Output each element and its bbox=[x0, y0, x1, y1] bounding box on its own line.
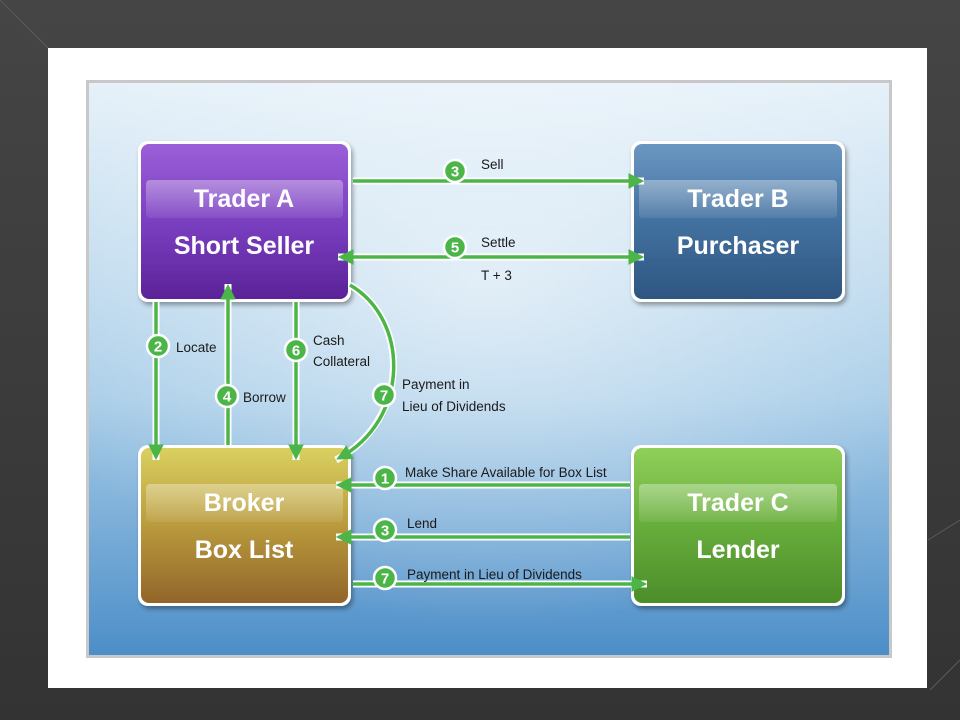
step-badge bbox=[283, 337, 309, 363]
payment-curve-arrow bbox=[336, 283, 396, 460]
step-badge bbox=[145, 333, 171, 359]
broker-box: Broker Box List bbox=[138, 445, 351, 606]
step-badge bbox=[372, 465, 398, 491]
step-badge bbox=[371, 382, 397, 408]
step-sell: 3 Sell bbox=[442, 157, 504, 184]
step-badge bbox=[442, 234, 468, 260]
step-cash-collateral: 6 Cash Collateral bbox=[283, 333, 370, 369]
step-number: 3 bbox=[381, 523, 389, 540]
broker-subtitle: Box List bbox=[195, 536, 294, 564]
trader-a-box: Trader A Short Seller bbox=[138, 141, 351, 302]
step-number: 2 bbox=[154, 339, 162, 356]
step-number: 7 bbox=[380, 388, 388, 405]
step-make-available: 1 Make Share Available for Box List bbox=[372, 465, 607, 491]
step-badge bbox=[214, 383, 240, 409]
step-badge bbox=[372, 565, 398, 591]
sell-label: Sell bbox=[481, 157, 504, 172]
short-selling-diagram: Trader A Short Seller Trader B Purchaser… bbox=[86, 80, 892, 658]
step-settle: 5 Settle T + 3 bbox=[442, 234, 516, 283]
payment-c-label: Payment in Lieu of Dividends bbox=[407, 567, 582, 582]
cash-label: Cash bbox=[313, 333, 345, 348]
step-number: 6 bbox=[292, 343, 300, 360]
step-badge bbox=[372, 517, 398, 543]
locate-label: Locate bbox=[176, 340, 217, 355]
trader-c-subtitle: Lender bbox=[696, 536, 780, 564]
slide: Trader A Short Seller Trader B Purchaser… bbox=[48, 48, 927, 688]
broker-title: Broker bbox=[204, 489, 285, 517]
step-badge bbox=[442, 158, 468, 184]
make-available-label: Make Share Available for Box List bbox=[405, 465, 607, 480]
lieu-of-dividends-label: Lieu of Dividends bbox=[402, 399, 506, 414]
trader-b-box: Trader B Purchaser bbox=[631, 141, 845, 302]
payment-in-label: Payment in bbox=[402, 377, 470, 392]
collateral-label: Collateral bbox=[313, 354, 370, 369]
step-number: 1 bbox=[381, 471, 389, 488]
step-lend: 3 Lend bbox=[372, 516, 437, 543]
trader-c-title: Trader C bbox=[687, 489, 788, 517]
trader-b-title: Trader B bbox=[687, 185, 788, 213]
borrow-label: Borrow bbox=[243, 390, 286, 405]
step-number: 5 bbox=[451, 240, 459, 257]
trader-a-subtitle: Short Seller bbox=[174, 232, 315, 260]
step-borrow: 4 Borrow bbox=[214, 383, 286, 409]
trader-a-title: Trader A bbox=[194, 185, 295, 213]
trader-c-box: Trader C Lender bbox=[631, 445, 845, 606]
step-number: 4 bbox=[223, 389, 232, 406]
step-number: 3 bbox=[451, 164, 459, 181]
settle-label: Settle bbox=[481, 235, 516, 250]
settle-sub-label: T + 3 bbox=[481, 268, 512, 283]
lend-label: Lend bbox=[407, 516, 437, 531]
step-payment-c: 7 Payment in Lieu of Dividends bbox=[372, 565, 582, 591]
step-number: 7 bbox=[381, 571, 389, 588]
step-locate: 2 Locate bbox=[145, 333, 217, 359]
step-payment-a: 7 Payment in Lieu of Dividends bbox=[371, 377, 506, 414]
trader-b-subtitle: Purchaser bbox=[677, 232, 800, 260]
